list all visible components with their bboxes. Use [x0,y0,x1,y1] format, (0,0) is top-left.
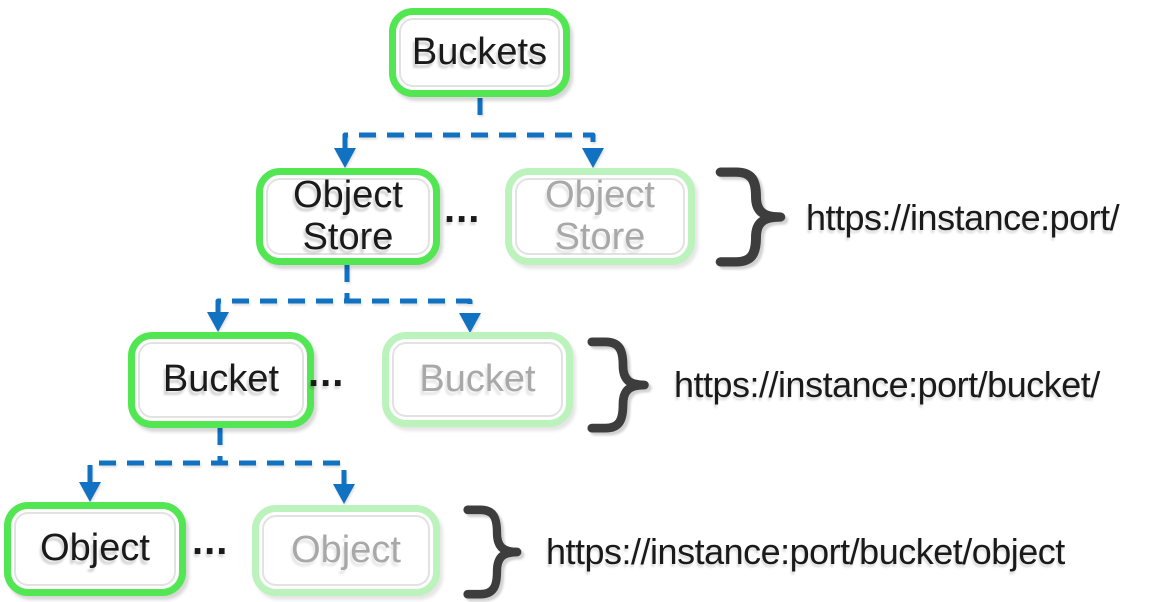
curly-brace-icon [463,505,522,599]
node-label: Object Store [293,173,403,258]
down-arrowhead-icon [334,148,356,168]
node-label: Bucket [419,357,536,400]
down-arrowhead-icon [582,148,604,168]
node-label: Object [291,528,401,571]
node-label: Object Store [545,173,655,258]
node-buckets: Buckets [389,8,570,97]
node-bucket-ghost: Bucket [382,332,573,427]
url-root: https://instance:port/ [806,197,1120,238]
node-bucket-primary: Bucket [128,332,314,428]
ellipsis-object-store: ... [444,187,481,231]
node-object-ghost: Object [252,505,440,596]
node-object-store-primary: Object Store [256,168,440,265]
curly-brace-icon [715,167,786,267]
url-object: https://instance:port/bucket/object [546,531,1065,572]
connector-level3-rail [87,460,347,484]
node-label: Bucket [162,358,280,401]
ellipsis-object: ... [192,519,229,563]
node-object-primary: Object [4,502,186,596]
down-arrowhead-icon [79,482,101,502]
down-arrowhead-icon [333,484,355,504]
connector-level2-rail [215,298,473,315]
node-label: Buckets [411,30,548,73]
down-arrowhead-icon [459,313,481,333]
down-arrowhead-icon [207,312,229,332]
node-label: Object [40,527,150,570]
node-object-store-ghost: Object Store [505,168,695,265]
connector-level1-rail [342,132,596,150]
ellipsis-bucket: ... [308,351,345,395]
url-bucket: https://instance:port/bucket/ [674,364,1100,405]
curly-brace-icon [587,337,649,433]
